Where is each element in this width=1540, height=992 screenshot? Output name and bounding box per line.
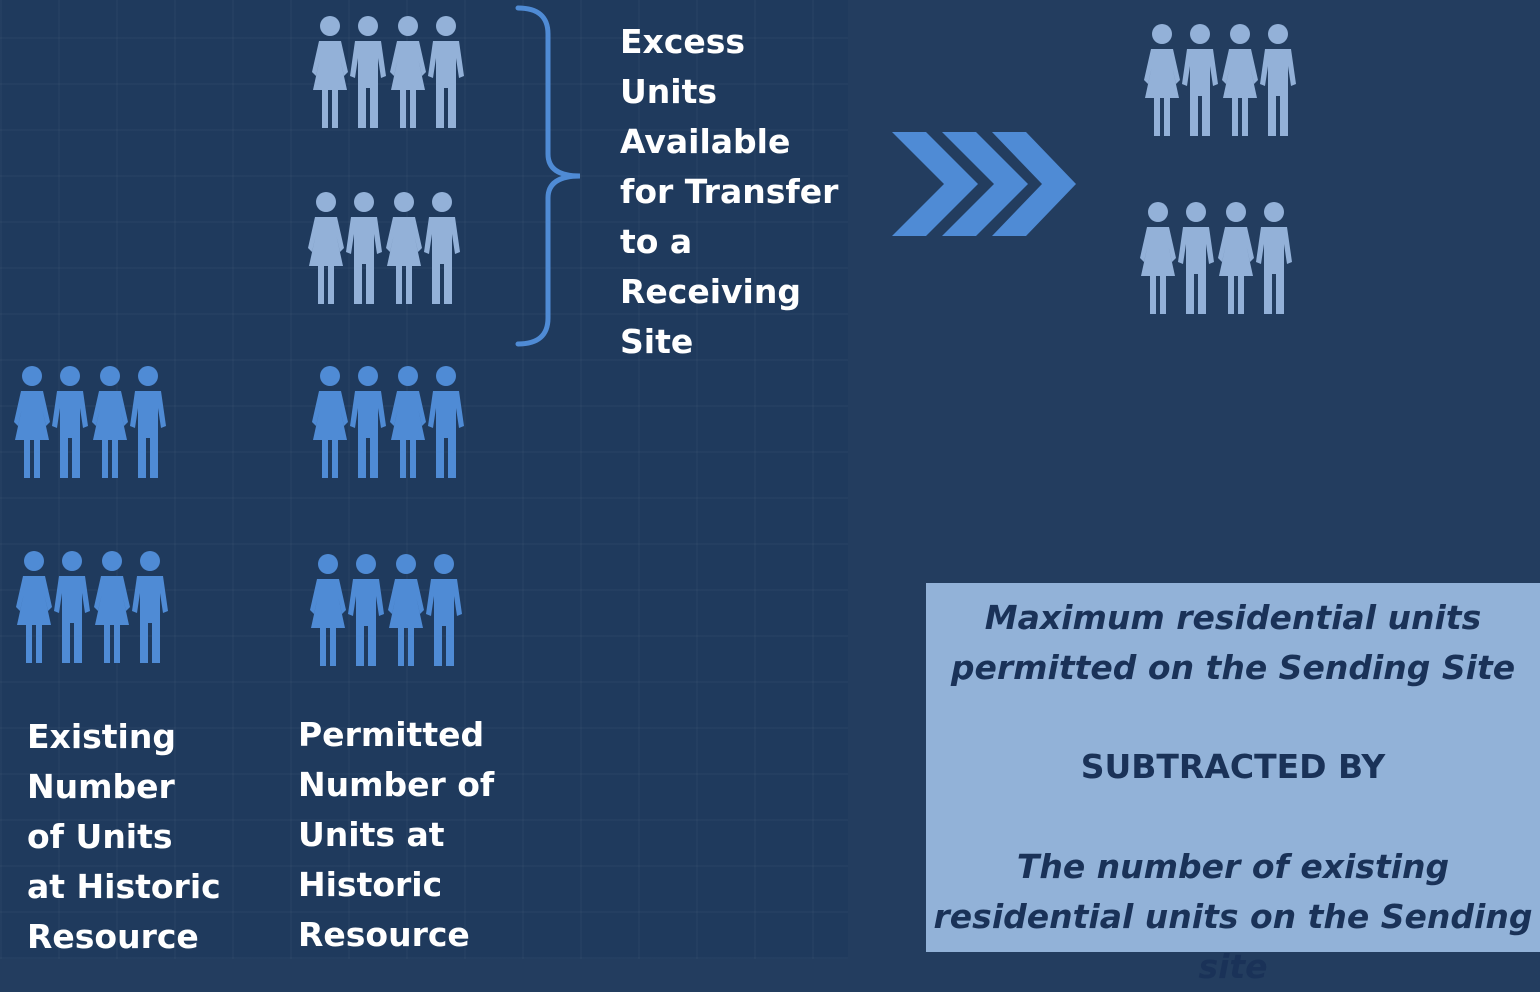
people-group-icon <box>1138 24 1304 136</box>
formula-box: Maximum residential units permitted on t… <box>926 583 1540 986</box>
formula-existing-text: The number of existing residential units… <box>933 847 1533 986</box>
people-group-icon <box>302 192 468 304</box>
curly-brace-icon <box>515 5 581 347</box>
chevron-arrow-icon <box>892 132 1076 236</box>
people-group-icon <box>306 16 472 128</box>
left-panel <box>0 0 848 959</box>
excess-units-label: Excess Units Available for Transfer to a… <box>620 22 839 361</box>
formula-maximum-text: Maximum residential units permitted on t… <box>950 598 1516 687</box>
permitted-units-label: Permitted Number of Units at Historic Re… <box>298 715 495 954</box>
people-group-icon <box>8 366 174 478</box>
people-group-icon <box>1134 202 1300 314</box>
existing-units-label: Existing Number of Units at Historic Res… <box>27 717 221 956</box>
people-group-icon <box>304 554 470 666</box>
people-group-icon <box>306 366 472 478</box>
formula-operator-text: SUBTRACTED BY <box>1080 747 1386 786</box>
people-group-icon <box>10 551 176 663</box>
